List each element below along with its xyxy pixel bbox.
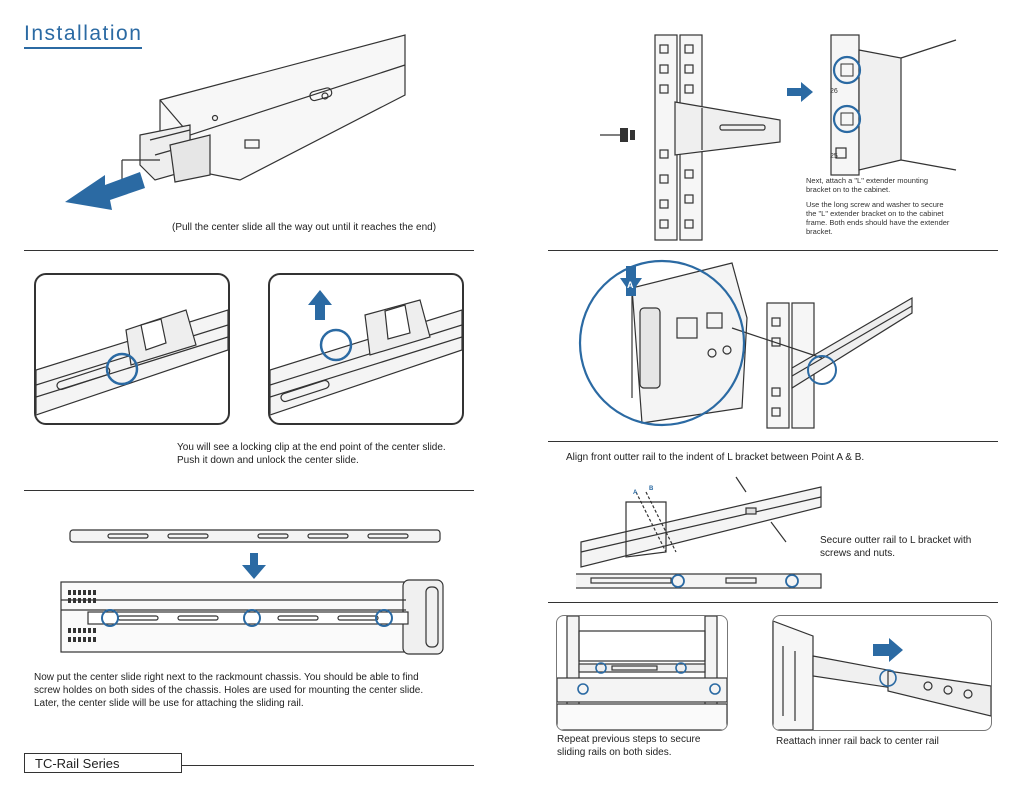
series-label: TC-Rail Series (24, 753, 182, 773)
figure-chassis (58, 525, 448, 665)
caption-locking-clip-2: Push it down and unlock the center slide… (177, 455, 359, 466)
figure-locking-clip-right (268, 273, 464, 425)
arrow-right-icon (787, 82, 813, 102)
point-a-small-label: A (633, 490, 638, 496)
footer-rule (182, 765, 474, 766)
caption-reattach: Reattach inner rail back to center rail (776, 736, 939, 747)
figure-reattach-rail (772, 615, 992, 731)
divider (548, 602, 998, 603)
caption-locking-clip-1: You will see a locking clip at the end p… (177, 442, 446, 453)
figure-l-bracket-rack (590, 30, 790, 242)
figure-repeat-steps (556, 615, 728, 731)
point-b-label: B (649, 486, 654, 492)
caption-l-bracket-1: Next, attach a "L" extender mounting (806, 176, 929, 185)
figure-locking-clip-left (34, 273, 230, 425)
divider (24, 250, 474, 251)
caption-chassis-3: Later, the center slide will be use for … (34, 698, 304, 709)
divider (548, 441, 998, 442)
caption-pull-center-slide: (Pull the center slide all the way out u… (172, 222, 437, 233)
caption-secure-1: Secure outter rail to L bracket with (820, 535, 972, 546)
caption-l-bracket-6: bracket. (806, 227, 833, 236)
rack-number-25: 25 (830, 153, 838, 160)
divider (548, 250, 998, 251)
point-a-label: A (627, 280, 634, 290)
figure-l-bracket-closeup (826, 30, 966, 180)
caption-l-bracket-3: Use the long screw and washer to secure (806, 200, 944, 209)
caption-l-bracket-2: bracket on to the cabinet. (806, 185, 891, 194)
caption-l-bracket-4: the "L" extender bracket on to the cabin… (806, 209, 944, 218)
caption-align: Align front outter rail to the indent of… (566, 452, 865, 463)
caption-repeat-2: sliding rails on both sides. (557, 747, 672, 758)
caption-l-bracket-5: frame. Both ends should have the extende… (806, 218, 950, 227)
caption-chassis-1: Now put the center slide right next to t… (34, 672, 419, 683)
divider (24, 490, 474, 491)
caption-secure-2: screws and nuts. (820, 548, 896, 559)
figure-pull-center-slide (60, 30, 410, 220)
caption-repeat-1: Repeat previous steps to secure (557, 734, 701, 745)
page-title: Installation (24, 22, 143, 49)
figure-align-rail (572, 258, 922, 436)
figure-secure-rail (576, 472, 826, 597)
rack-number-26: 26 (830, 88, 838, 95)
caption-chassis-2: screw holdes on both sides of the chassi… (34, 685, 424, 696)
